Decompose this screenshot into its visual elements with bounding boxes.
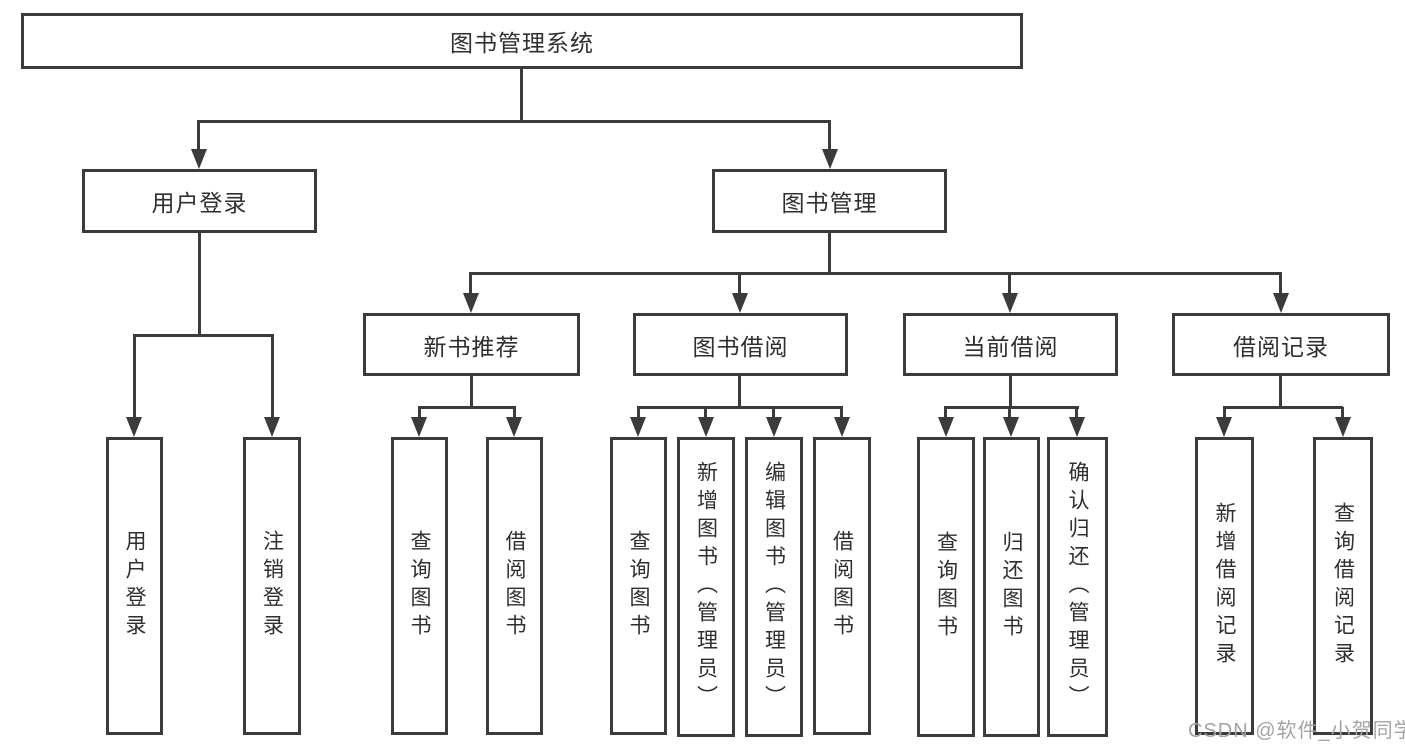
leaf-add-borrow-record: 新增借阅记录: [1195, 437, 1254, 735]
arrow-head-icon: [264, 417, 280, 437]
arrow-head-icon: [1335, 417, 1351, 437]
arrow-head-icon: [411, 417, 427, 437]
connector-line: [271, 335, 274, 417]
connector-line: [840, 407, 843, 417]
connector-line: [418, 406, 516, 409]
connector-line: [637, 407, 640, 417]
arrow-head-icon: [463, 293, 479, 313]
node-book-borrowing: 图书借阅: [633, 313, 848, 376]
leaf-query-books-1: 查询图书: [391, 437, 448, 735]
node-borrow-records: 借阅记录: [1172, 313, 1390, 376]
leaf-edit-book: 编辑图书（管理员）: [745, 437, 803, 737]
arrow-head-icon: [630, 417, 646, 437]
arrow-head-icon: [732, 293, 748, 313]
arrow-head-icon: [1216, 417, 1232, 437]
leaf-add-book: 新增图书（管理员）: [677, 437, 735, 737]
connector-line: [418, 407, 421, 417]
leaf-confirm-return: 确认归还（管理员）: [1047, 437, 1108, 737]
connector-line: [772, 407, 775, 417]
node-current-borrowing: 当前借阅: [903, 313, 1118, 376]
connector-line: [198, 233, 201, 334]
connector-line: [944, 406, 1079, 409]
connector-line: [1341, 407, 1344, 417]
arrow-head-icon: [766, 417, 782, 437]
connector-line: [1075, 407, 1078, 417]
connector-line: [1279, 376, 1282, 406]
connector-line: [1279, 273, 1282, 293]
connector-line: [1008, 273, 1011, 293]
connector-line: [520, 69, 523, 120]
connector-line: [197, 121, 200, 149]
leaf-borrow-books-1: 借阅图书: [486, 437, 543, 735]
node-book-management: 图书管理: [712, 169, 947, 233]
node-new-book-recommend: 新书推荐: [363, 313, 580, 376]
connector-line: [513, 407, 516, 417]
node-user-login: 用户登录: [82, 169, 317, 233]
arrow-head-icon: [698, 417, 714, 437]
connector-line: [1009, 376, 1012, 406]
node-library-system: 图书管理系统: [21, 13, 1023, 69]
csdn-watermark: CSDN @软件_小贺同学: [1188, 720, 1405, 742]
connector-line: [704, 407, 707, 417]
leaf-query-books-3: 查询图书: [917, 437, 975, 737]
arrow-head-icon: [191, 149, 207, 169]
arrow-head-icon: [1002, 293, 1018, 313]
leaf-return-book: 归还图书: [983, 437, 1040, 737]
connector-line: [1008, 407, 1011, 417]
connector-line: [470, 376, 473, 406]
connector-line: [637, 406, 843, 409]
arrow-head-icon: [1003, 417, 1019, 437]
connector-line: [133, 335, 136, 417]
connector-line: [197, 120, 831, 123]
leaf-query-books-2: 查询图书: [610, 437, 667, 735]
leaf-logout: 注销登录: [243, 437, 301, 735]
arrow-head-icon: [506, 417, 522, 437]
arrow-head-icon: [126, 417, 142, 437]
connector-line: [944, 407, 947, 417]
arrow-head-icon: [834, 417, 850, 437]
arrow-head-icon: [822, 149, 838, 169]
connector-line: [469, 273, 472, 293]
connector-line: [828, 121, 831, 149]
connector-line: [828, 233, 831, 272]
connector-line: [738, 273, 741, 293]
connector-line: [738, 376, 741, 406]
leaf-user-login: 用户登录: [106, 437, 163, 735]
arrow-head-icon: [938, 417, 954, 437]
connector-line: [469, 272, 1282, 275]
leaf-query-borrow-record: 查询借阅记录: [1313, 437, 1373, 735]
connector-line: [1223, 406, 1343, 409]
connector-line: [1223, 407, 1226, 417]
connector-line: [133, 334, 274, 337]
arrow-head-icon: [1069, 417, 1085, 437]
arrow-head-icon: [1273, 293, 1289, 313]
leaf-borrow-books-2: 借阅图书: [813, 437, 871, 735]
